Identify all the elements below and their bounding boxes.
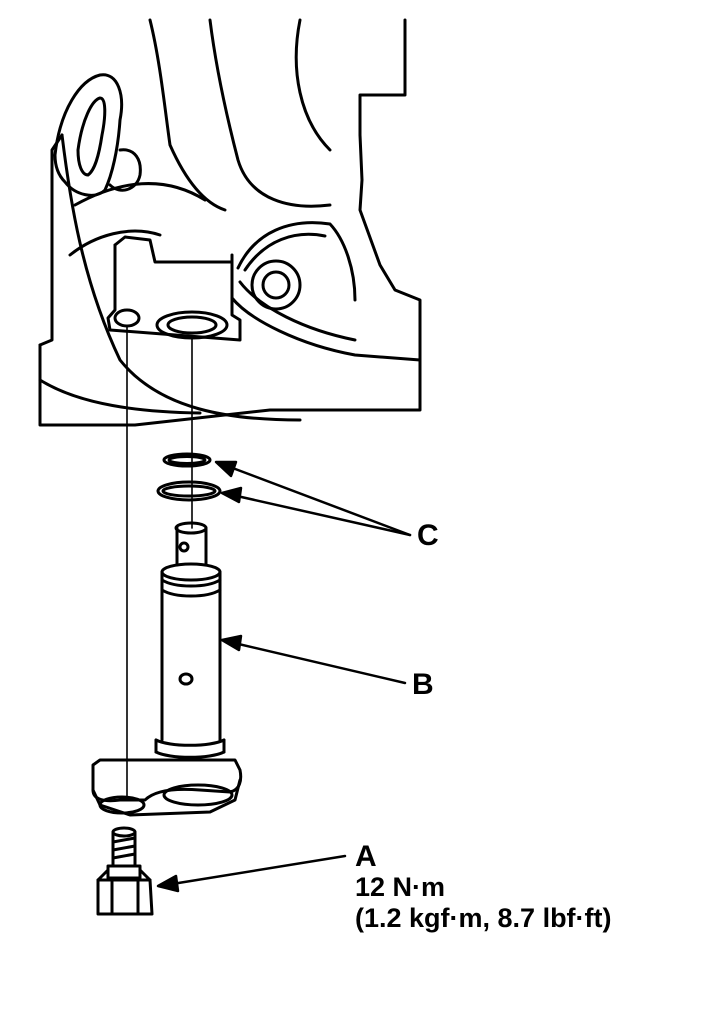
callout-a-label: A bbox=[355, 840, 377, 873]
flange-bolt bbox=[96, 826, 154, 916]
torque-spec-imperial: (1.2 kgf·m, 8.7 lbf·ft) bbox=[355, 903, 612, 933]
callout-c-label: C bbox=[417, 519, 439, 552]
transmission-housing bbox=[38, 18, 422, 427]
torque-spec-nm: 12 N·m bbox=[355, 872, 446, 902]
callout-b-label: B bbox=[412, 668, 434, 701]
leader-arrows bbox=[156, 460, 412, 893]
shaft-pipe bbox=[91, 521, 243, 817]
o-rings bbox=[156, 452, 222, 502]
